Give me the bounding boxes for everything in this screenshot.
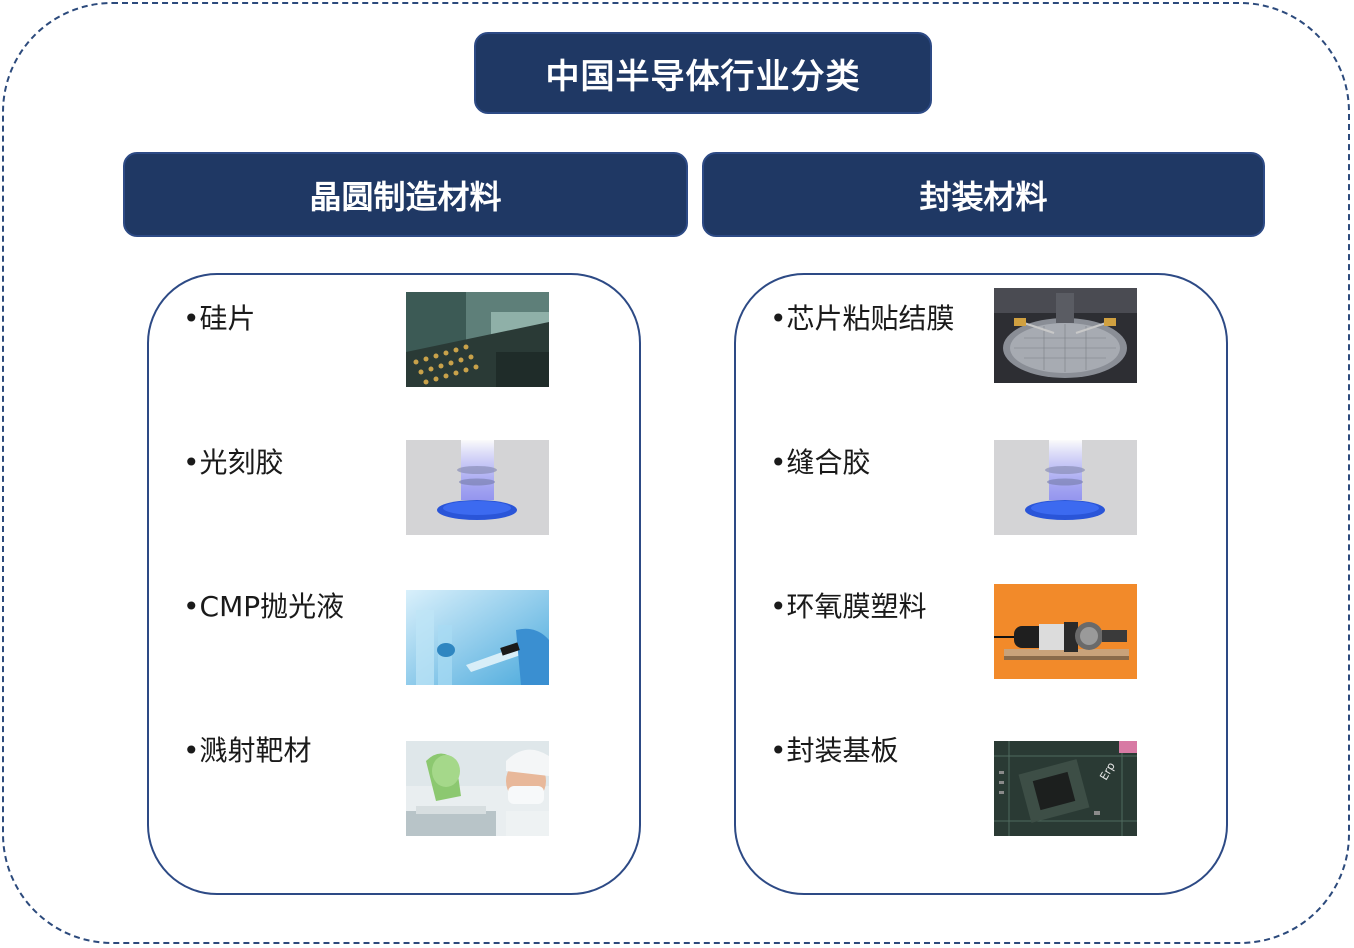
item-label: •CMP抛光液 <box>183 590 345 623</box>
item-label: •光刻胶 <box>183 446 284 479</box>
chip-pins-photo-icon <box>406 292 549 387</box>
circuit-board-photo-icon: Erp <box>994 741 1137 836</box>
item-label: •溅射靶材 <box>183 734 312 767</box>
item-label: •硅片 <box>183 302 256 335</box>
item-label: •封装基板 <box>770 734 899 767</box>
main-title: 中国半导体行业分类 <box>474 32 932 114</box>
packaging-materials-panel <box>734 273 1228 895</box>
lithography-light-photo-icon <box>994 440 1137 535</box>
item-label: •缝合胶 <box>770 446 871 479</box>
category-header-packaging-materials: 封装材料 <box>702 152 1265 237</box>
category-header-wafer-materials: 晶圆制造材料 <box>123 152 688 237</box>
lithography-light-photo-icon <box>406 440 549 535</box>
lab-worker-photo-icon <box>406 741 549 836</box>
wafer-materials-panel <box>147 273 641 895</box>
item-label: •环氧膜塑料 <box>770 590 927 623</box>
wafer-machine-photo-icon <box>994 288 1137 383</box>
lab-pipette-photo-icon <box>406 590 549 685</box>
motor-device-photo-icon <box>994 584 1137 679</box>
item-label: •芯片粘贴结膜 <box>770 302 955 335</box>
